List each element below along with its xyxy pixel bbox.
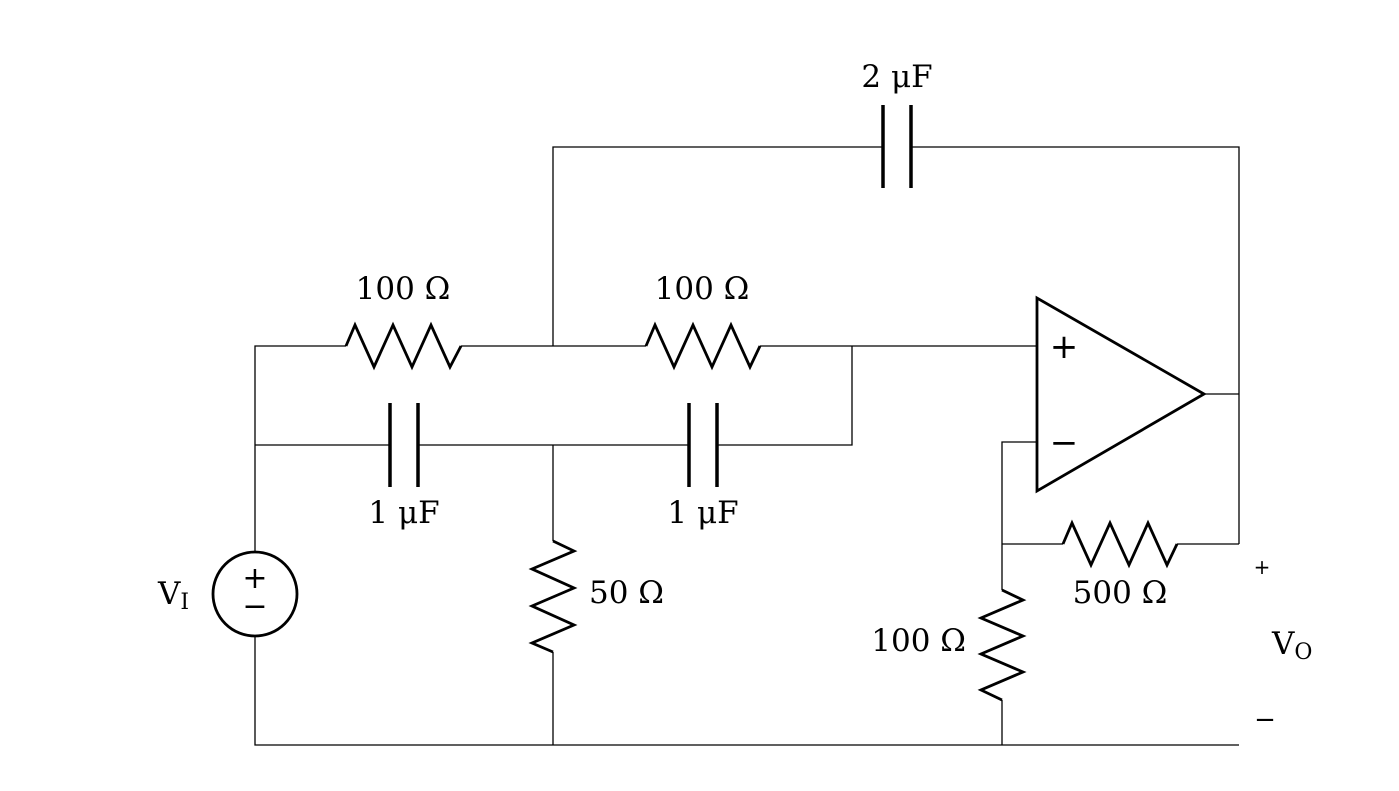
output-label-subscript: O — [1294, 640, 1312, 665]
label-r-ground: 100 Ω — [871, 623, 966, 659]
wire-lower-right — [717, 346, 853, 446]
label-r-shunt: 50 Ω — [589, 575, 664, 611]
label-r-feedback: 500 Ω — [1073, 575, 1168, 611]
wire-top-feedback-left — [552, 146, 883, 346]
source-label: VI — [157, 576, 189, 615]
label-r-in-2: 100 Ω — [655, 271, 750, 307]
capacitor-cap-top — [881, 105, 913, 188]
resistor-r-feedback — [1061, 519, 1179, 569]
label-r-in-1: 100 Ω — [356, 271, 451, 307]
capacitor-cap-1 — [388, 403, 420, 487]
wires — [254, 146, 1240, 746]
source-plus-sign: + — [242, 561, 267, 596]
output-minus-sign: − — [1254, 705, 1276, 735]
resistor-r-in-2 — [644, 321, 762, 371]
output-plus-sign: + — [1254, 555, 1271, 579]
wire-top-feedback-right — [911, 146, 1240, 544]
resistor-r-ground — [977, 588, 1027, 702]
op-amp — [1035, 295, 1207, 494]
label-cap-top: 2 μF — [861, 59, 932, 95]
label-cap-2: 1 μF — [667, 495, 738, 531]
wire-inverting-input — [1001, 441, 1037, 590]
capacitor-cap-2 — [687, 403, 719, 487]
resistor-r-shunt — [528, 539, 578, 654]
wire-upper-left — [254, 345, 346, 551]
opamp-minus-sign: − — [1050, 423, 1079, 463]
source-label-subscript: I — [180, 590, 189, 615]
wire-source-bottom — [254, 637, 1239, 746]
label-cap-1: 1 μF — [368, 495, 439, 531]
voltage-source — [211, 550, 299, 638]
source-minus-sign: − — [242, 589, 267, 624]
opamp-plus-sign: + — [1050, 327, 1079, 367]
output-label: VO — [1271, 626, 1312, 665]
resistor-r-in-1 — [344, 321, 463, 371]
